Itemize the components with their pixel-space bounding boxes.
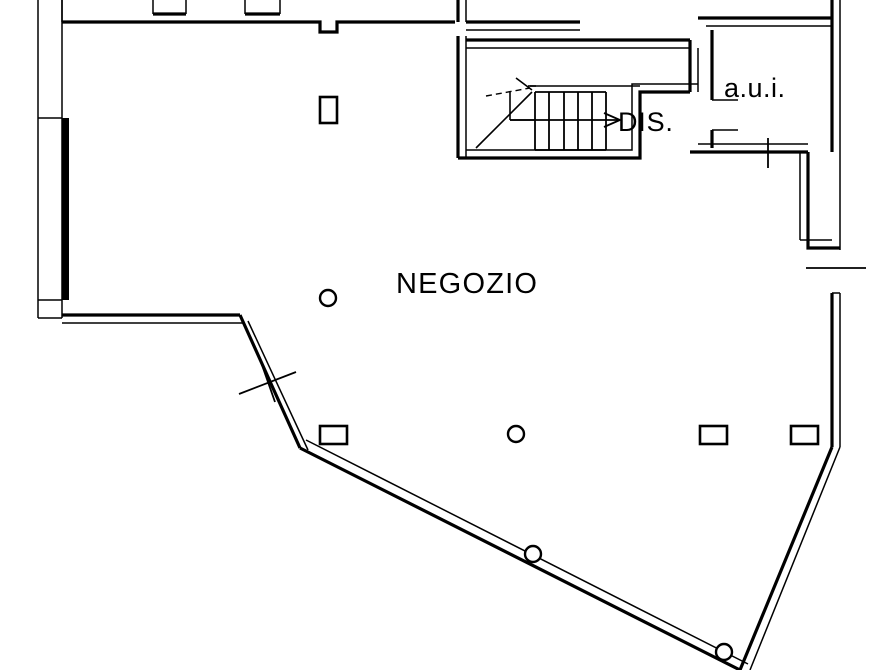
column-round-bottom-left <box>523 544 543 564</box>
stair-nosing-tick-a <box>515 77 533 91</box>
sw-diagonal-wall-lower <box>299 446 741 670</box>
room-label-aui: a.u.i. <box>724 73 786 103</box>
room-label-negozio: NEGOZIO <box>396 268 539 300</box>
top-wall-inner-face <box>62 20 455 34</box>
column-round-left <box>318 288 338 308</box>
right-diagonal-wall-inner <box>749 446 841 670</box>
column-square-lower-left <box>318 424 349 446</box>
columns-group <box>318 95 820 662</box>
right-exterior-wall-lower <box>738 292 841 670</box>
sw-diagonal-wall-upper-inner <box>247 320 309 451</box>
column-round-center <box>506 424 526 444</box>
top-exterior-wall-group <box>61 0 455 34</box>
right-recess-wall <box>806 152 840 250</box>
column-square-lower-right <box>698 424 729 446</box>
dis-bottom-wall <box>458 90 690 160</box>
stair-direction-arrowhead <box>603 112 623 128</box>
room-label-dis: DIS. <box>618 107 674 137</box>
stair-enclosure-walls <box>456 0 699 160</box>
left-exterior-wall-group <box>37 0 69 319</box>
left-wall-opening-fill <box>62 118 69 300</box>
staircase <box>475 77 623 151</box>
break-mark-left-diagonal-b <box>261 364 276 403</box>
lower-left-walls <box>62 313 749 670</box>
stair-upper-flight-dashed <box>485 87 531 97</box>
aui-room-walls <box>690 0 841 250</box>
right-side-recess <box>799 152 840 250</box>
stair-winder-diagonal <box>475 91 533 149</box>
column-square-upper <box>318 95 339 125</box>
column-round-bottom-right <box>714 642 734 662</box>
break-marks-group <box>238 138 866 403</box>
right-diagonal-wall <box>738 446 834 670</box>
column-square-far-right <box>789 424 820 446</box>
